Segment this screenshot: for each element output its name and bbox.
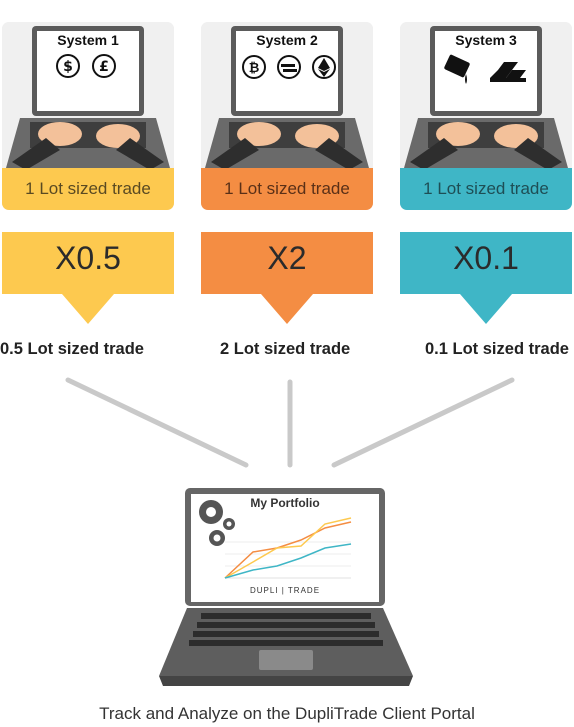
system-label: System 2 bbox=[256, 32, 318, 48]
pound-icon: £ bbox=[92, 54, 116, 78]
oil-barrel-icon bbox=[444, 54, 470, 84]
multiplier-value: X2 bbox=[267, 240, 307, 276]
trader-laptop-illustration bbox=[400, 22, 572, 210]
ethereum-icon bbox=[312, 55, 336, 79]
svg-text:₿: ₿ bbox=[249, 61, 260, 76]
brand-logo: DUPLI | TRADE bbox=[249, 586, 321, 595]
lot-size-bar: 1 Lot sized trade bbox=[201, 168, 373, 210]
dollar-icon: $ bbox=[56, 54, 80, 78]
system-label: System 3 bbox=[455, 32, 517, 48]
lot-size-bar: 1 Lot sized trade bbox=[2, 168, 174, 210]
multiplier-value: X0.1 bbox=[453, 240, 519, 276]
connector-line-1 bbox=[65, 377, 249, 468]
system-card-3: System 3 1 Lot sized trade bbox=[400, 22, 572, 210]
currency-icons: $ £ bbox=[56, 54, 116, 78]
gold-bars-icon bbox=[490, 62, 526, 82]
portfolio-laptop bbox=[159, 488, 413, 686]
system-card-2: System 2 ₿ 1 Lot sized trade bbox=[201, 22, 373, 210]
multiplier-badge-2: X2 bbox=[201, 232, 373, 326]
bitcoin-icon: ₿ bbox=[242, 55, 266, 79]
result-label-1: 0.5 Lot sized trade bbox=[0, 340, 144, 358]
lot-size-bar: 1 Lot sized trade bbox=[400, 168, 572, 210]
trader-laptop-illustration bbox=[2, 22, 174, 210]
portfolio-title: My Portfolio bbox=[250, 496, 320, 510]
system-card-1: System 1 $ £ 1 Lot sized trade bbox=[2, 22, 174, 210]
trackpad bbox=[259, 650, 313, 670]
multiplier-badge-3: X0.1 bbox=[400, 232, 572, 326]
result-label-3: 0.1 Lot sized trade bbox=[425, 340, 569, 358]
crypto-icons: ₿ bbox=[242, 55, 336, 79]
svg-text:£: £ bbox=[99, 59, 109, 75]
keyboard bbox=[189, 613, 383, 646]
multiplier-badge-1: X0.5 bbox=[2, 232, 174, 326]
gear-icon bbox=[199, 500, 235, 546]
caption: Track and Analyze on the DupliTrade Clie… bbox=[99, 704, 475, 723]
result-label-2: 2 Lot sized trade bbox=[220, 340, 351, 358]
svg-text:$: $ bbox=[63, 59, 73, 75]
commodity-icons bbox=[444, 54, 526, 84]
portfolio-line-chart bbox=[224, 517, 352, 579]
system-label: System 1 bbox=[57, 32, 119, 48]
multiplier-value: X0.5 bbox=[55, 240, 121, 276]
connector-line-3 bbox=[331, 377, 515, 468]
dash-icon bbox=[277, 55, 301, 79]
